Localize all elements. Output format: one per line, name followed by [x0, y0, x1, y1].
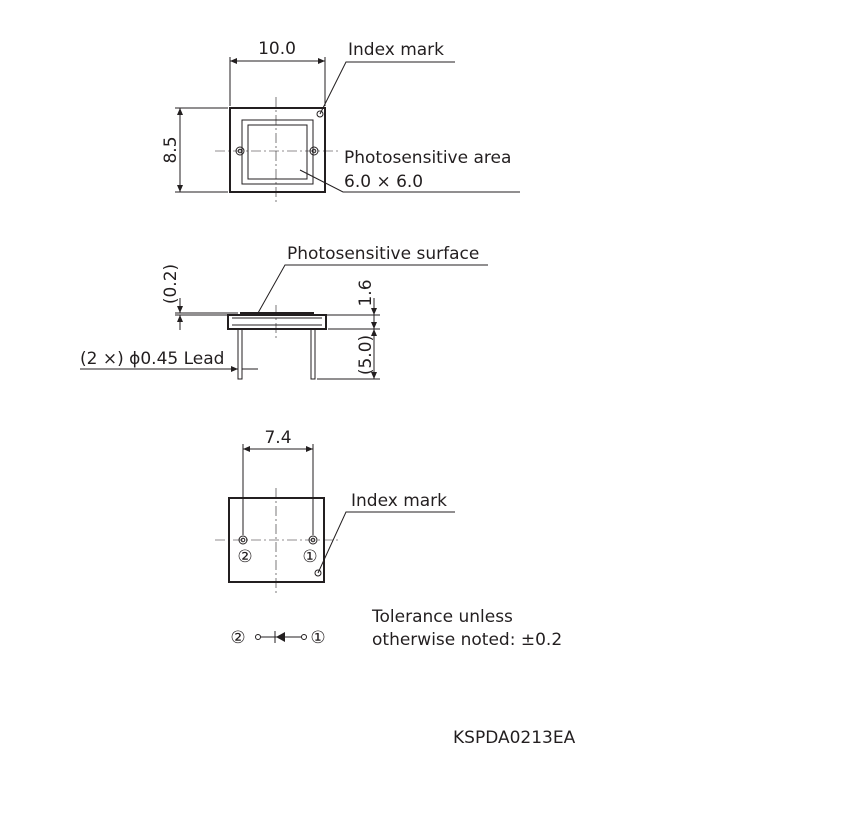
- schematic-pin-2: ②: [230, 628, 245, 648]
- pin-2-pad: [238, 535, 248, 545]
- surface-depth-label: (0.2): [161, 264, 181, 304]
- bottom-view: ② ① 7.4 Index mark: [215, 428, 455, 595]
- photosensitive-area-size: 6.0 × 6.0: [344, 172, 423, 192]
- thickness-label: 1.6: [356, 279, 376, 306]
- index-mark-leader: [319, 61, 455, 115]
- schematic-pin-1: ①: [310, 628, 325, 648]
- index-mark-label: Index mark: [348, 40, 444, 60]
- diode-schematic: ② ①: [230, 628, 325, 648]
- tolerance-line-1: Tolerance unless: [371, 607, 513, 627]
- left-lead-marker: [235, 146, 245, 156]
- photosensitive-area-label: Photosensitive area: [344, 148, 511, 168]
- index-mark-dot-bottom: [314, 569, 322, 577]
- package-side-body: [227, 314, 327, 330]
- pin-2-label: ②: [237, 547, 252, 567]
- photosensitive-surface-leader: [257, 264, 488, 314]
- lead-left: [237, 328, 243, 380]
- photosensitive-surface-label: Photosensitive surface: [287, 244, 479, 264]
- top-view: 10.0 8.5 Index mark Photosensitive area …: [161, 39, 520, 205]
- drawing-code: KSPDA0213EA: [453, 728, 576, 748]
- package-outline: [229, 107, 326, 193]
- index-mark-leader-bottom: [317, 511, 455, 574]
- pitch-dimension-label: 7.4: [264, 428, 291, 448]
- right-lead-marker: [309, 146, 319, 156]
- lead-spec-label: (2 ×) ϕ0.45 Lead: [80, 349, 224, 369]
- height-dimension-label: 8.5: [161, 136, 181, 163]
- width-dimension-label: 10.0: [258, 39, 296, 59]
- pin-1-label: ①: [302, 547, 317, 567]
- lead-right: [310, 328, 316, 380]
- index-mark-label-bottom: Index mark: [351, 491, 447, 511]
- index-mark-dot: [316, 110, 324, 118]
- side-view: Photosensitive surface (0.2) 1.6 (5.0) (…: [80, 244, 488, 380]
- window-outer: [241, 119, 314, 185]
- photosensitive-area-leader: [299, 169, 520, 193]
- tolerance-line-2: otherwise noted: ±0.2: [372, 630, 562, 650]
- pin-1-pad: [308, 535, 318, 545]
- photosensitive-area-outline: [247, 124, 308, 180]
- diode-symbol: [276, 632, 285, 642]
- lead-length-label: (5.0): [356, 335, 376, 375]
